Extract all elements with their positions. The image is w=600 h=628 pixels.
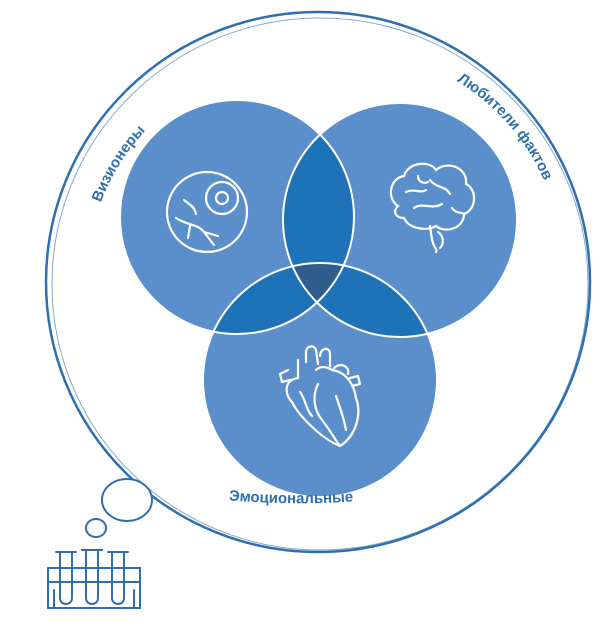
thought-bubble-outline-inner: [51, 17, 589, 551]
thought-bubble-large-dot: [101, 478, 153, 522]
overlap-visionaries-emotional: [203, 263, 354, 334]
test-tubes-icon: [47, 549, 141, 609]
brain-icon: [389, 162, 476, 254]
eye-icon: [165, 170, 249, 254]
heart-icon: [278, 345, 362, 448]
label-emotional: Эмоциональные: [228, 487, 353, 507]
overlap-fact-lovers-emotional: [283, 263, 437, 337]
thought-bubble-small-dot: [85, 518, 107, 538]
thought-bubble-outline: [44, 10, 592, 554]
venn-circles: [119, 99, 518, 498]
